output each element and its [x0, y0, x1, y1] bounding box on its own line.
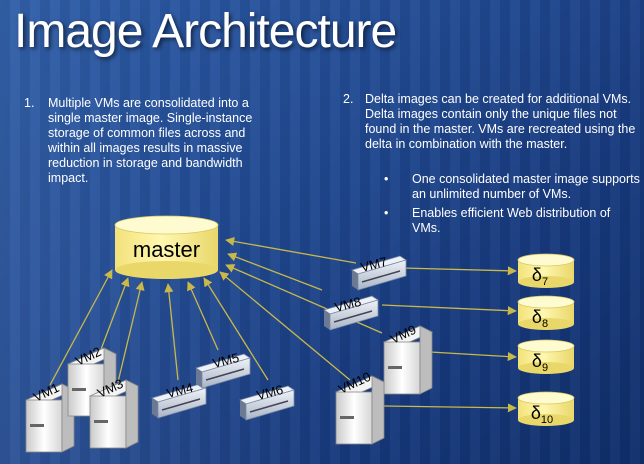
vm7-rack: VM7	[351, 254, 407, 291]
delta-symbol: δ	[532, 307, 542, 327]
point-2-text: Delta images can be created for addition…	[365, 92, 636, 151]
delta-7-label: δ7	[532, 265, 548, 288]
vm6-label: VM6	[255, 382, 285, 403]
delta-cylinder-7: δ7	[517, 253, 575, 288]
arrow-vm8-delta8	[381, 304, 517, 316]
vm9-tower: VM9	[383, 322, 433, 395]
slide-title: Image Architecture	[14, 5, 397, 58]
delta-cylinder-9: δ9	[517, 339, 575, 374]
delta-symbol: δ	[532, 265, 542, 285]
arrow-vm9-delta9	[429, 351, 517, 362]
arrow-vm6-master	[203, 277, 269, 381]
vm3-tower: VM3	[89, 376, 139, 449]
point-1: 1. Multiple VMs are consolidated into a …	[24, 96, 274, 196]
point-1-number: 1.	[24, 96, 35, 110]
delta-cylinder-10: δ10	[517, 391, 575, 426]
delta-symbol: δ	[532, 351, 542, 371]
vm10-tower: VM10	[335, 369, 385, 445]
bullet-marker: •	[384, 172, 389, 186]
arrow-vm10-delta10	[383, 403, 517, 413]
point-2-number: 2.	[343, 92, 354, 106]
delta-subscript: 9	[542, 362, 548, 374]
arrow-vm5-master	[187, 281, 219, 351]
arrow-vm4-master	[164, 283, 179, 381]
delta-subscript: 10	[541, 414, 553, 426]
vm1-tower: VM1	[25, 380, 75, 453]
bullet-item: • Enables efficient Web distribution of …	[384, 206, 640, 236]
arrow-vm3-master	[117, 281, 145, 383]
delta-9-label: δ9	[532, 351, 548, 374]
arrow-vm2-master	[99, 277, 130, 353]
bullet-text: Enables efficient Web distribution of VM…	[412, 206, 611, 235]
master-label: master	[133, 237, 200, 262]
delta-10-label: δ10	[531, 403, 553, 426]
arrow-vm8-master	[227, 252, 323, 291]
arrow-vm7-delta7	[401, 266, 517, 276]
delta-8-label: δ8	[532, 307, 548, 330]
vm8-rack: VM8	[323, 294, 379, 331]
arrow-vm1-master	[49, 269, 113, 386]
point-2-bullets: • One consolidated master image supports…	[384, 172, 640, 240]
point-1-text: Multiple VMs are consolidated into a sin…	[48, 96, 253, 185]
bullet-marker: •	[384, 206, 389, 220]
master-cylinder: master	[114, 215, 219, 279]
vm5-label: VM5	[211, 350, 241, 371]
arrow-vm10-master	[219, 271, 351, 381]
vm7-label: VM7	[359, 254, 389, 275]
arrow-vm7-master	[225, 236, 357, 264]
vm4-label: VM4	[165, 380, 195, 401]
delta-cylinder-8: δ8	[517, 295, 575, 330]
vm8-label: VM8	[333, 294, 363, 315]
arrows-to-deltas	[381, 266, 517, 413]
vm6-rack: VM6	[239, 382, 295, 421]
bullet-item: • One consolidated master image supports…	[384, 172, 640, 202]
vm5-rack: VM5	[195, 350, 251, 389]
delta-symbol: δ	[531, 403, 541, 423]
bullet-text: One consolidated master image supports a…	[412, 172, 640, 201]
arrows-to-master	[49, 236, 383, 386]
vm4-rack: VM4	[151, 380, 207, 419]
point-2: 2. Delta images can be created for addit…	[343, 92, 643, 242]
delta-subscript: 8	[542, 318, 548, 330]
delta-subscript: 7	[542, 276, 548, 288]
